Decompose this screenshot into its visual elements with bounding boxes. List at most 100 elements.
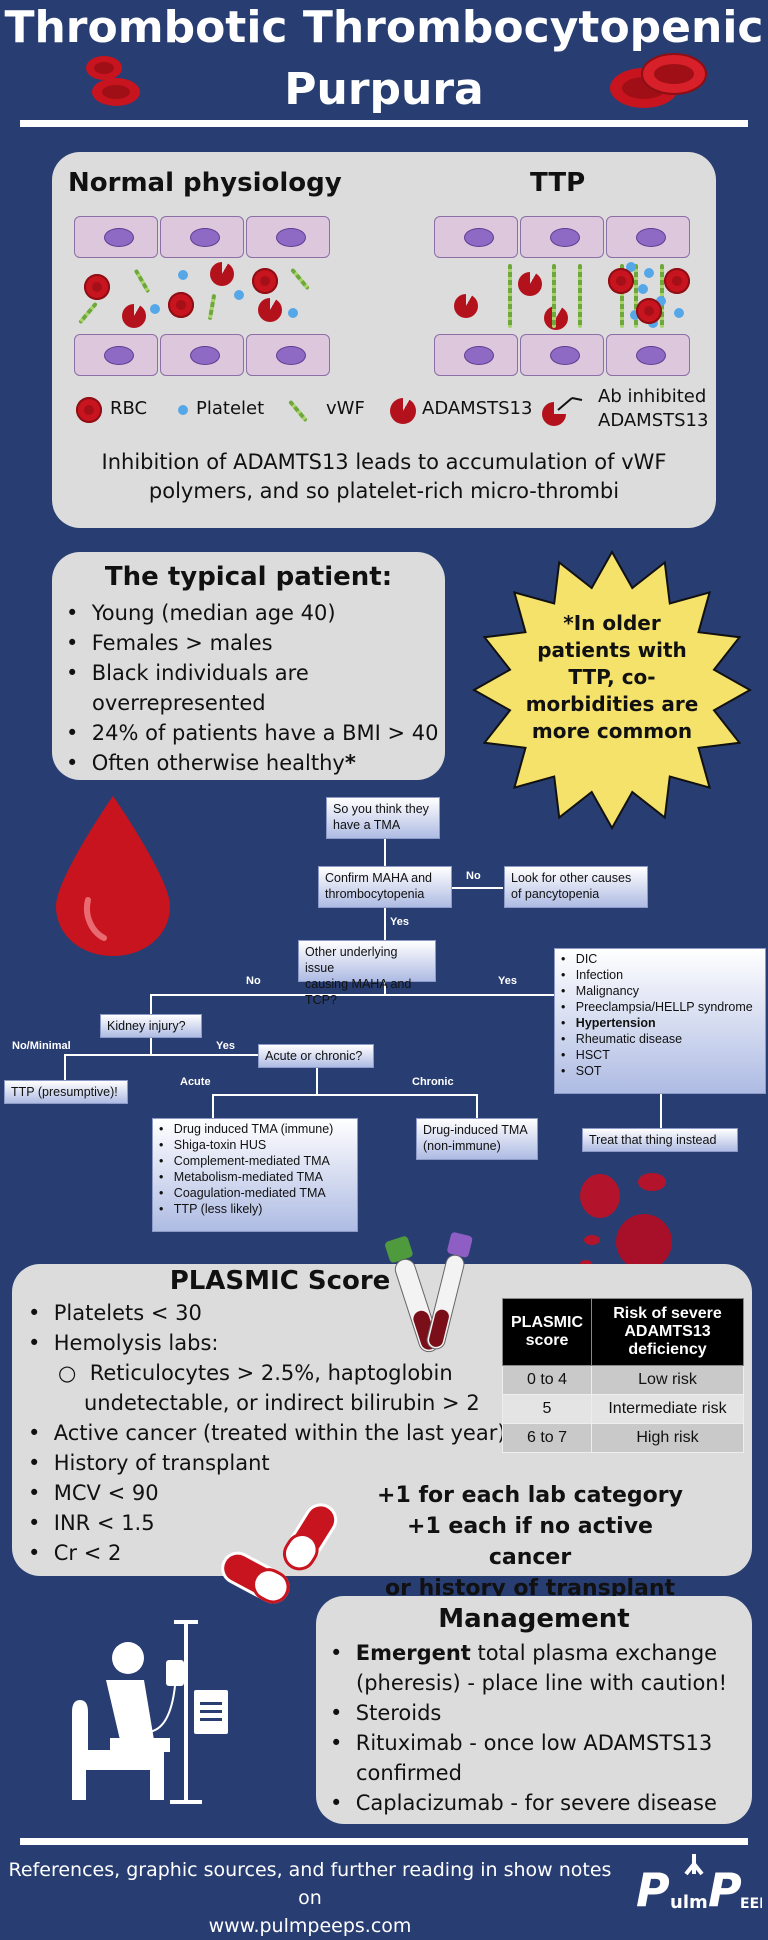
flow-label-yes: Yes <box>216 1040 235 1052</box>
svg-text:P: P <box>708 1863 742 1917</box>
physiology-caption: Inhibition of ADAMTS13 leads to accumula… <box>101 450 667 503</box>
endothelium-bottom-ttp <box>434 334 692 376</box>
list-item: Females > males <box>91 631 273 655</box>
list-item: DIC <box>575 952 598 966</box>
connector <box>64 1054 66 1080</box>
typical-patient-panel <box>52 552 445 780</box>
legend-adamts13-label: ADAMSTS13 <box>422 398 533 419</box>
table-row: 5 Intermediate risk <box>502 1394 744 1424</box>
list-item: HSCT <box>575 1048 610 1062</box>
list-item: TTP (less likely) <box>173 1202 263 1216</box>
list-item: Shiga-toxin HUS <box>173 1138 267 1152</box>
list-item: Hemolysis labs: <box>53 1331 219 1355</box>
plasmic-table: PLASMIC score Risk of severe ADAMTS13 de… <box>502 1298 744 1453</box>
flow-drug-nonimmune-box: Drug-induced TMA(non-immune) <box>416 1118 538 1160</box>
list-item: SOT <box>575 1064 602 1078</box>
endothelium-bottom-normal <box>74 334 332 376</box>
flow-causes-box: • DIC • Infection • Malignancy • Preecla… <box>554 948 766 1094</box>
connector <box>451 887 503 889</box>
list-item: Active cancer (treated within the last y… <box>53 1421 506 1445</box>
list-item: INR < 1.5 <box>53 1511 155 1535</box>
list-item: Metabolism-mediated TMA <box>173 1170 323 1184</box>
connector <box>384 908 386 942</box>
ttp-heading: TTP <box>530 168 586 198</box>
list-item: Caplacizumab - for severe disease <box>355 1791 717 1815</box>
normal-physiology-heading: Normal physiology <box>68 168 342 198</box>
flow-label-yes: Yes <box>498 975 517 987</box>
svg-text:EEPs: EEPs <box>740 1896 762 1912</box>
svg-text:P: P <box>636 1863 670 1917</box>
list-item: Reticulocytes > 2.5%, haptoglobin <box>89 1361 453 1385</box>
connector <box>212 1094 214 1118</box>
typical-patient-heading: The typical patient: <box>104 562 393 592</box>
table-row: 6 to 7 High risk <box>502 1423 744 1453</box>
list-item: Rituximab - once low ADAMSTS13 <box>355 1731 713 1755</box>
list-item: Steroids <box>355 1701 442 1725</box>
connector <box>212 1094 478 1096</box>
list-item: Drug induced TMA (immune) <box>173 1122 334 1136</box>
adamts13-legend-icon <box>390 398 416 424</box>
red-blood-cells-icon <box>86 56 140 106</box>
endothelium-top-ttp <box>434 216 692 258</box>
plasmic-list: • Platelets < 30 • Hemolysis labs: ○ Ret… <box>28 1301 506 1565</box>
ttp-blood-contents <box>434 260 690 332</box>
footer-divider <box>20 1838 748 1845</box>
rbc-legend-icon <box>76 397 102 423</box>
list-item: History of transplant <box>53 1451 270 1475</box>
footer-link[interactable]: www.pulmpeeps.com <box>208 1915 412 1937</box>
red-blood-cells-icon <box>610 53 707 108</box>
flow-label-no: No <box>466 870 481 882</box>
flow-ttp-presumptive-box: TTP (presumptive)! <box>4 1080 128 1104</box>
management-panel <box>316 1596 752 1824</box>
plasmic-note: +1 for each lab category+1 each if no ac… <box>377 1483 683 1601</box>
legend-rbc-label: RBC <box>110 398 148 419</box>
flow-label-no-minimal: No/Minimal <box>12 1040 71 1052</box>
table-row: 0 to 4 Low risk <box>502 1365 744 1395</box>
blood-cells-icon <box>580 1173 678 1276</box>
pulm-peeps-logo: P ulm P EEPs <box>636 1854 762 1917</box>
management-list: • Emergent total plasma exchange (pheres… <box>330 1641 728 1815</box>
list-item: Malignancy <box>575 984 640 998</box>
list-item: Cr < 2 <box>53 1541 122 1565</box>
list-item: MCV < 90 <box>53 1481 159 1505</box>
connector <box>64 1054 260 1056</box>
starburst-polygon <box>471 549 753 831</box>
table-header: PLASMIC score <box>502 1298 592 1366</box>
legend-platelet-label: Platelet <box>196 398 265 419</box>
flow-label-no: No <box>246 975 261 987</box>
flow-treat-box: Treat that thing instead <box>582 1128 738 1152</box>
list-item: overrepresented <box>92 691 266 715</box>
list-item: Often otherwise healthy <box>91 751 345 775</box>
endothelium-top-normal <box>74 216 332 258</box>
management-heading: Management <box>438 1604 630 1634</box>
svg-text:ulm: ulm <box>670 1892 708 1913</box>
capsule-pills-icon <box>221 1503 338 1604</box>
ab-inhibited-adamts13-icon <box>542 397 583 426</box>
footer-text: References, graphic sources, and further… <box>0 1856 620 1940</box>
connector <box>384 838 386 868</box>
platelet-legend-icon <box>178 405 188 415</box>
list-item: Platelets < 30 <box>53 1301 202 1325</box>
connector <box>384 981 386 995</box>
flow-label-chronic: Chronic <box>412 1076 454 1088</box>
plasmic-heading: PLASMIC Score <box>169 1266 391 1296</box>
list-item: Black individuals are <box>91 661 309 685</box>
title-line-2: Purpura <box>284 64 484 115</box>
list-item: Coagulation-mediated TMA <box>173 1186 326 1200</box>
list-item: Hypertension <box>575 1016 656 1030</box>
flow-label-yes: Yes <box>390 916 409 928</box>
flow-acute-chronic-box: Acute or chronic? <box>258 1044 374 1068</box>
list-item: Rheumatic disease <box>575 1032 683 1046</box>
flow-acute-list-box: • Drug induced TMA (immune) • Shiga-toxi… <box>152 1118 358 1232</box>
list-item: Infection <box>575 968 624 982</box>
list-item: Preeclampsia/HELLP syndrome <box>575 1000 753 1014</box>
legend-vwf-label: vWF <box>326 398 365 419</box>
patient-iv-infusion-icon <box>72 1620 228 1804</box>
blood-drop-icon <box>56 796 170 956</box>
